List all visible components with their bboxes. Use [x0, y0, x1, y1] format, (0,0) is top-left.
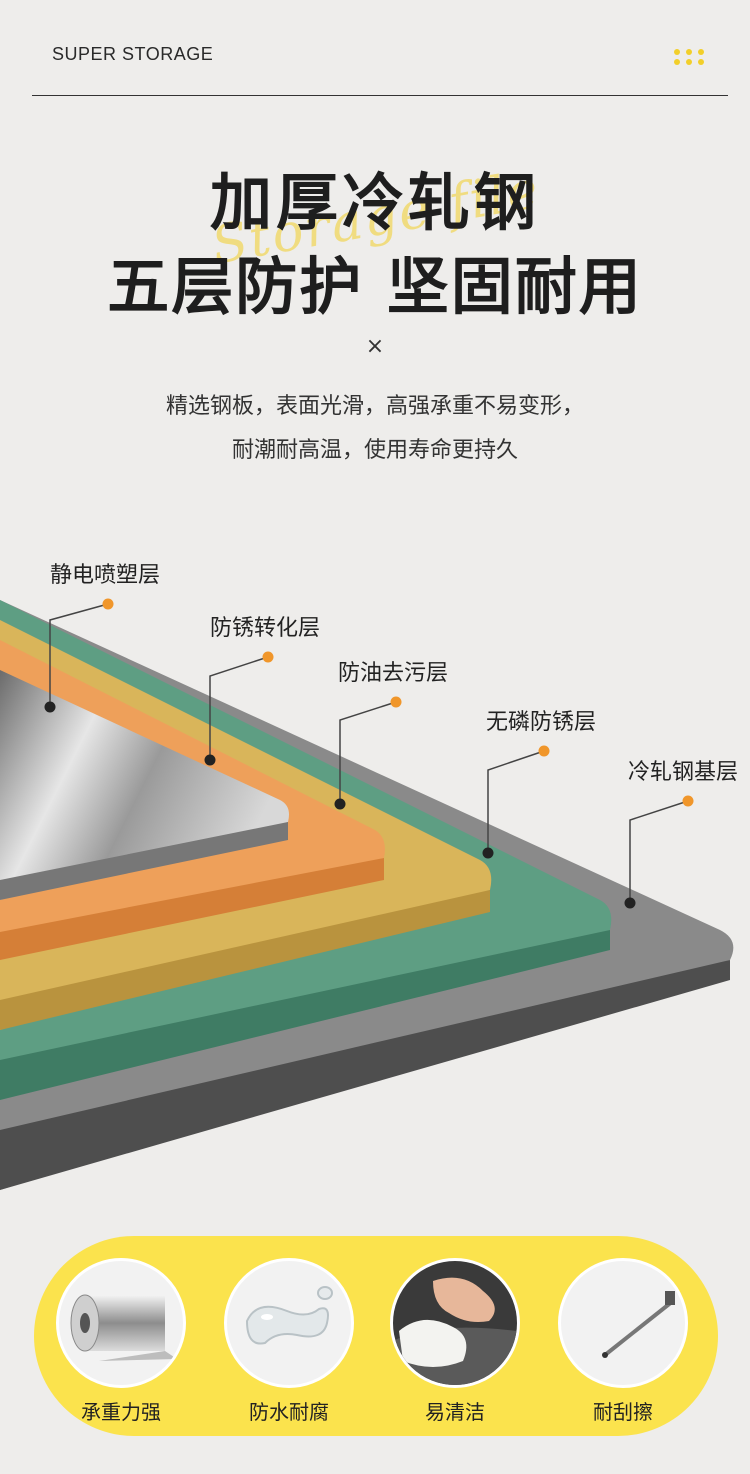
anchor-dot: [204, 754, 216, 766]
anchor-dot: [44, 701, 56, 713]
feature-load-bearing: 承重力强: [56, 1258, 186, 1425]
water-drop-icon: [224, 1258, 354, 1388]
header: SUPER STORAGE: [0, 0, 750, 100]
layer-label-degrease: 防油去污层: [338, 661, 449, 686]
layer-label-powder-coat: 静电喷塑层: [50, 563, 161, 588]
close-icon: ×: [365, 334, 385, 359]
marker-dot: [262, 651, 274, 663]
marker-dot: [102, 598, 114, 610]
layer-label-steel-base: 冷轧钢基层: [628, 760, 739, 785]
cleaning-cloth-icon: [390, 1258, 520, 1388]
feature-waterproof: 防水耐腐: [224, 1258, 354, 1425]
title-line-2: 五层防护 坚固耐用: [107, 250, 643, 323]
description-line-2: 耐潮耐高温，使用寿命更持久: [231, 438, 518, 463]
anchor-dot: [334, 798, 346, 810]
marker-dot: [538, 745, 550, 757]
dots-grid-icon[interactable]: [674, 49, 710, 67]
layer-label-rust-conversion: 防锈转化层: [210, 616, 321, 641]
feature-easy-clean: 易清洁: [390, 1258, 520, 1425]
marker-dot: [682, 795, 694, 807]
divider: [32, 95, 728, 96]
steel-roll-icon: [56, 1258, 186, 1388]
marker-dot: [390, 696, 402, 708]
feature-scratch-resistant: 耐刮擦: [558, 1258, 688, 1425]
feature-label: 易清洁: [425, 1400, 485, 1424]
feature-label: 耐刮擦: [593, 1400, 653, 1424]
anchor-dot: [482, 847, 494, 859]
anchor-dot: [624, 897, 636, 909]
layers-illustration: [0, 598, 734, 1190]
feature-label: 防水耐腐: [249, 1400, 329, 1424]
scratch-tool-icon: [558, 1258, 688, 1388]
brand-name: SUPER STORAGE: [52, 44, 214, 64]
layer-label-phosphorus-free: 无磷防锈层: [486, 710, 597, 735]
title-line-1: 加厚冷轧钢: [209, 166, 540, 239]
feature-label: 承重力强: [81, 1400, 161, 1424]
description-line-1: 精选钢板，表面光滑，高强承重不易变形，: [165, 394, 584, 419]
